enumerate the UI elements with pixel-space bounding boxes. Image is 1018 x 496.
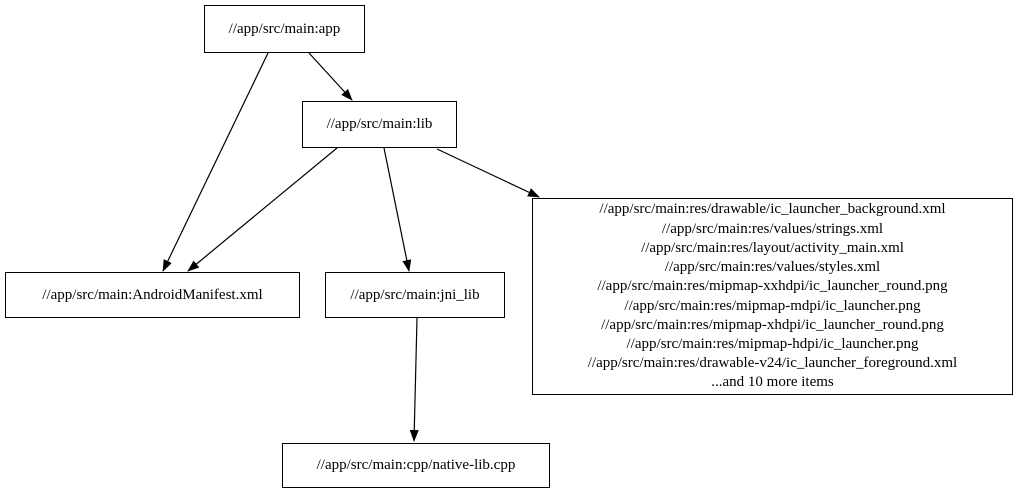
node-androidmanifest-label: //app/src/main:AndroidManifest.xml xyxy=(42,286,263,303)
res-file-line: //app/src/main:res/drawable/ic_launcher_… xyxy=(599,201,946,218)
node-jni-lib-label: //app/src/main:jni_lib xyxy=(350,286,480,303)
node-res-file-group: //app/src/main:res/drawable/ic_launcher_… xyxy=(532,198,1013,395)
node-lib: //app/src/main:lib xyxy=(302,101,457,148)
res-file-line: //app/src/main:res/mipmap-xxhdpi/ic_laun… xyxy=(597,278,948,295)
edge-app-to-androidmanifest xyxy=(162,52,269,272)
res-file-line: //app/src/main:res/values/styles.xml xyxy=(664,259,881,276)
edge-lib-to-androidmanifest xyxy=(187,147,338,272)
node-cpp-native-lib-label: //app/src/main:cpp/native-lib.cpp xyxy=(316,457,516,473)
res-file-line: //app/src/main:res/drawable-v24/ic_launc… xyxy=(587,355,958,372)
node-androidmanifest: //app/src/main:AndroidManifest.xml xyxy=(5,272,300,318)
node-app-label: //app/src/main:app xyxy=(228,20,341,37)
res-file-line: //app/src/main:res/mipmap-mdpi/ic_launch… xyxy=(624,297,921,314)
node-cpp-native-lib: //app/src/main:cpp/native-lib.cpp xyxy=(282,443,550,488)
res-more-items-line: ...and 10 more items xyxy=(711,374,834,391)
res-file-line: //app/src/main:res/mipmap-hdpi/ic_launch… xyxy=(626,335,919,352)
node-app: //app/src/main:app xyxy=(204,5,365,53)
edge-jni-lib-to-cpp xyxy=(409,317,419,442)
edge-app-to-lib xyxy=(308,52,353,101)
node-jni-lib: //app/src/main:jni_lib xyxy=(325,272,505,318)
res-file-line: //app/src/main:res/mipmap-xhdpi/ic_launc… xyxy=(601,316,944,333)
edge-lib-to-res-group xyxy=(436,148,540,198)
edge-lib-to-jni-lib xyxy=(383,147,412,272)
node-lib-label: //app/src/main:lib xyxy=(326,116,433,132)
res-file-line: //app/src/main:res/values/strings.xml xyxy=(661,220,884,237)
res-file-line: //app/src/main:res/layout/activity_main.… xyxy=(641,239,904,256)
